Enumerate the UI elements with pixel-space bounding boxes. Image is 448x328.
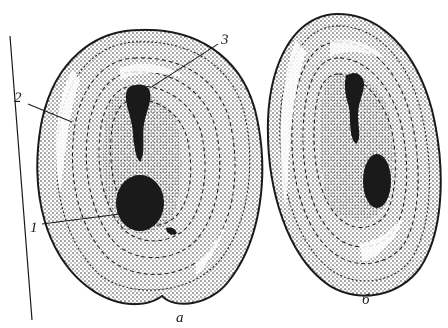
grain-a-hilum	[116, 175, 164, 231]
callout-3-label: 3	[220, 32, 229, 48]
callout-1-label: 1	[30, 220, 38, 236]
panel-label-b: б	[362, 292, 370, 308]
grain-a	[37, 30, 262, 304]
panel-label-a: а	[176, 310, 184, 326]
callout-2-label: 2	[14, 90, 22, 106]
left-guide-line	[10, 36, 32, 320]
grain-b	[268, 14, 441, 296]
grain-b-hilum	[363, 154, 391, 208]
